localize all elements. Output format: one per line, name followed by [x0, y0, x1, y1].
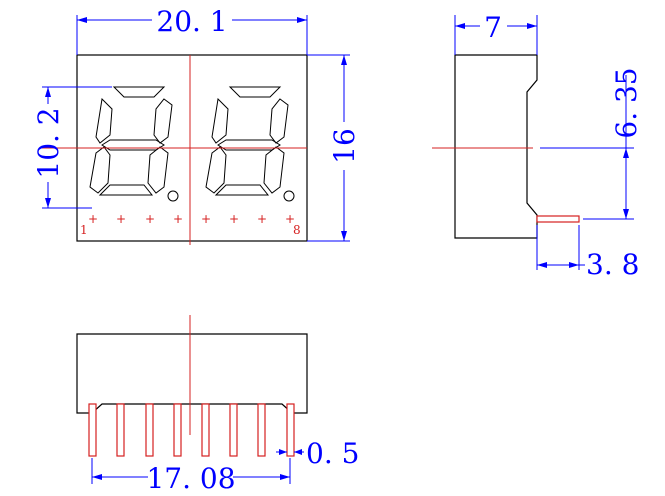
dimension-width: 20. 1 — [76, 5, 308, 55]
dimension-pin-span: 17. 08 — [91, 458, 291, 495]
side-pin — [536, 215, 580, 223]
bottom-pin — [229, 403, 238, 457]
bottom-pin — [286, 403, 295, 457]
side-view — [432, 54, 580, 239]
dimension-height: 16 — [307, 54, 361, 242]
side-body-outline — [454, 54, 538, 239]
pin-markers: + + + + + + + + — [88, 212, 295, 226]
height-value: 16 — [328, 128, 361, 164]
pin-width-value: 0. 5 — [306, 437, 359, 470]
bottom-pin — [116, 403, 125, 457]
pin-offset-value: 6. 35 — [610, 67, 643, 138]
pin-marker: + — [285, 212, 295, 226]
dimension-pin-length: 3. 8 — [536, 225, 639, 281]
bottom-pin — [257, 403, 266, 457]
pin-marker: + — [88, 212, 98, 226]
front-view: + + + + + + + + 1 8 — [42, 54, 308, 245]
dimension-pin-width: 0. 5 — [276, 437, 359, 470]
decimal-point-1 — [167, 190, 179, 202]
dimension-depth: 7 — [454, 11, 538, 55]
pin-marker: + — [116, 212, 126, 226]
bottom-view — [76, 315, 308, 457]
depth-value: 7 — [484, 11, 502, 44]
digit-1 — [89, 86, 173, 196]
dimension-pin-offset: 6. 35 — [540, 67, 643, 220]
bottom-pin — [88, 403, 97, 457]
digit-height-value: 10. 2 — [32, 107, 65, 178]
bottom-pin — [201, 403, 210, 457]
pin-marker: + — [173, 212, 183, 226]
pin-length-value: 3. 8 — [586, 248, 639, 281]
pin-marker: + — [229, 212, 239, 226]
bottom-pin — [173, 403, 182, 457]
pin-marker: + — [201, 212, 211, 226]
pin-1-label: 1 — [80, 223, 88, 237]
bottom-pin — [145, 403, 154, 457]
width-value: 20. 1 — [156, 5, 227, 38]
bottom-body-outline — [76, 333, 308, 414]
pin-span-value: 17. 08 — [146, 462, 235, 495]
decimal-point-2 — [283, 190, 295, 202]
pin-marker: + — [145, 212, 155, 226]
dimension-digit-height: 10. 2 — [32, 86, 112, 209]
pin-marker: + — [257, 212, 267, 226]
pin-8-label: 8 — [293, 223, 301, 237]
digit-2 — [205, 86, 289, 196]
